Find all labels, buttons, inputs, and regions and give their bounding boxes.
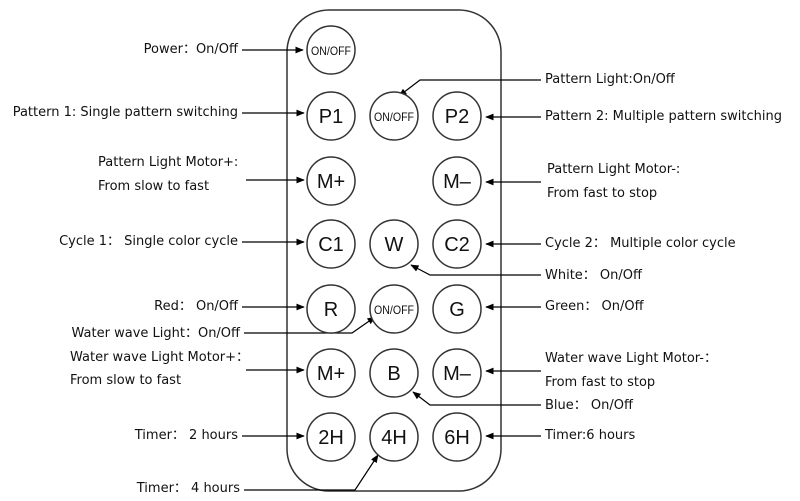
label-timer4: Timer： 4 hours: [136, 481, 240, 496]
label-water-motor-minus-2: From fast to stop: [545, 375, 656, 390]
label-blue: Blue： On/Off: [545, 398, 633, 413]
label-pattern-motor-plus-2: From slow to fast: [98, 179, 210, 194]
label-pattern-motor-minus-1: Pattern Light Motor-:: [547, 162, 681, 177]
label-pattern-motor-minus-2: From fast to stop: [547, 186, 658, 201]
arrow-white: [410, 264, 541, 276]
pattern-motor-minus-button[interactable]: M–: [432, 156, 482, 206]
timer-6h-button[interactable]: 6H: [432, 412, 482, 462]
label-cycle1: Cycle 1： Single color cycle: [59, 234, 238, 249]
pattern-motor-plus-button[interactable]: M+: [306, 156, 356, 206]
label-water-motor-plus-1: Water wave Light Motor+：: [70, 350, 250, 365]
timer-4h-button-label: 4H: [381, 427, 407, 449]
water-motor-minus-button-label: M–: [443, 363, 472, 385]
r-button-label: R: [324, 299, 338, 321]
label-water-motor-minus-1: Water wave Light Motor-：: [545, 351, 717, 366]
label-cycle2: Cycle 2： Multiple color cycle: [545, 236, 736, 251]
label-pattern-motor-plus-1: Pattern Light Motor+:: [98, 155, 239, 170]
w-button[interactable]: W: [369, 219, 419, 269]
c2-button-label: C2: [444, 234, 470, 256]
p1-button[interactable]: P1: [306, 91, 356, 141]
label-timer6: Timer:6 hours: [545, 428, 636, 443]
label-pattern-light: Pattern Light:On/Off: [545, 72, 675, 87]
water-wave-light-button[interactable]: ON/OFF: [369, 284, 419, 334]
label-pattern1: Pattern 1: Single pattern switching: [12, 105, 238, 120]
p2-button-label: P2: [445, 106, 469, 128]
pattern-motor-plus-button-label: M+: [317, 171, 345, 193]
g-button-label: G: [449, 299, 465, 321]
timer-2h-button[interactable]: 2H: [306, 412, 356, 462]
label-water-motor-plus-2: From slow to fast: [70, 373, 182, 388]
arrow-pattern-light: [398, 79, 541, 97]
label-white: White： On/Off: [545, 268, 642, 283]
label-power: Power：On/Off: [143, 42, 238, 57]
label-red: Red： On/Off: [154, 299, 238, 314]
p1-button-label: P1: [319, 106, 343, 128]
label-pattern2: Pattern 2: Multiple pattern switching: [545, 109, 782, 124]
timer-4h-button[interactable]: 4H: [369, 412, 419, 462]
water-motor-plus-button[interactable]: M+: [306, 348, 356, 398]
p2-button[interactable]: P2: [432, 91, 482, 141]
w-button-label: W: [385, 234, 404, 256]
water-motor-minus-button[interactable]: M–: [432, 348, 482, 398]
power-button-label: ON/OFF: [311, 44, 351, 58]
timer-2h-button-label: 2H: [318, 427, 344, 449]
arrows-right: [398, 79, 541, 440]
pattern-light-button-label: ON/OFF: [374, 110, 414, 124]
c1-button-label: C1: [318, 234, 344, 256]
power-button[interactable]: ON/OFF: [306, 25, 356, 75]
arrow-timer4: [244, 454, 379, 491]
g-button[interactable]: G: [432, 284, 482, 334]
label-green: Green： On/Off: [545, 299, 644, 314]
pattern-light-button[interactable]: ON/OFF: [369, 91, 419, 141]
r-button[interactable]: R: [306, 284, 356, 334]
label-water-wave-light: Water wave Light：On/Off: [71, 326, 240, 341]
timer-6h-button-label: 6H: [444, 427, 470, 449]
arrow-blue: [412, 391, 541, 406]
arrow-water-wave-light: [244, 316, 376, 334]
c2-button[interactable]: C2: [432, 219, 482, 269]
pattern-motor-minus-button-label: M–: [443, 171, 472, 193]
water-wave-light-button-label: ON/OFF: [374, 303, 414, 317]
arrows: [242, 46, 379, 491]
water-motor-plus-button-label: M+: [317, 363, 345, 385]
c1-button[interactable]: C1: [306, 219, 356, 269]
b-button[interactable]: B: [369, 348, 419, 398]
b-button-label: B: [387, 363, 400, 385]
label-timer2: Timer： 2 hours: [134, 428, 238, 443]
